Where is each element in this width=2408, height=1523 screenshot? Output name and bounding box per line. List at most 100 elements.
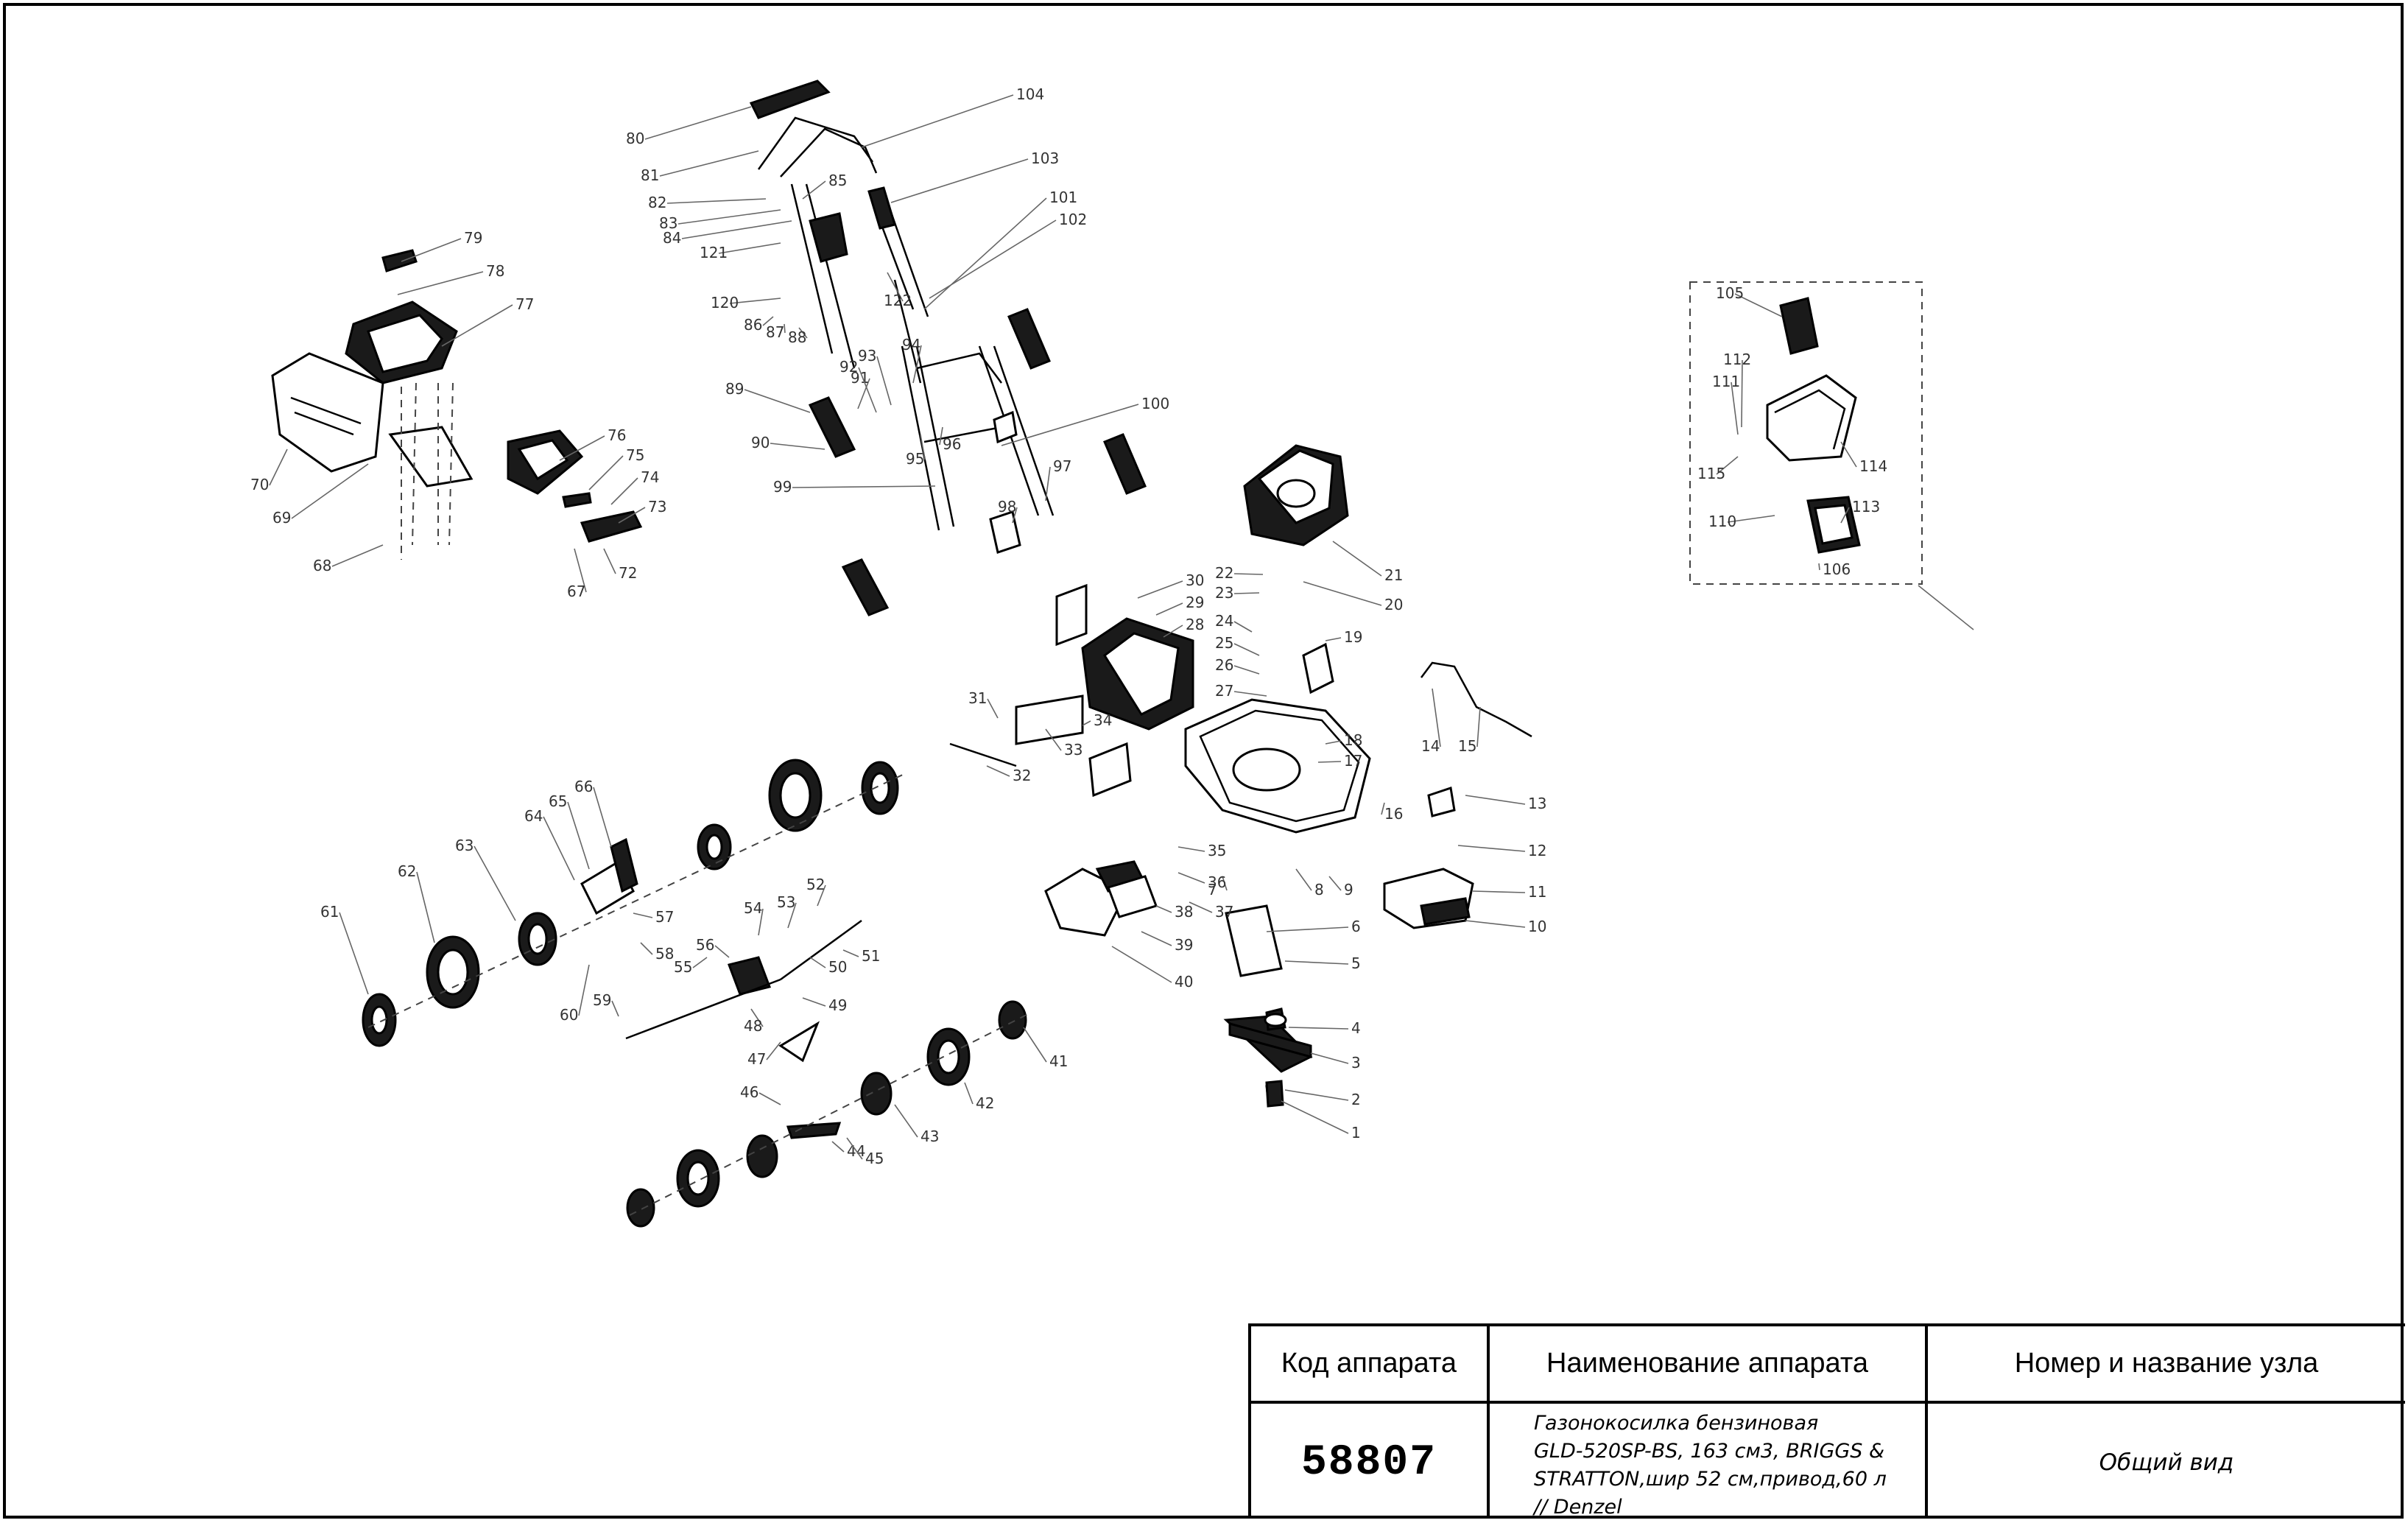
callout-leader: [578, 964, 590, 1016]
callout-9: 9: [1344, 881, 1353, 898]
callout-leader: [291, 463, 369, 519]
callout-leader: [677, 209, 781, 225]
callout-30: 30: [1186, 571, 1204, 589]
callout-33: 33: [1064, 741, 1082, 759]
callout-leader: [1840, 507, 1850, 524]
callout-24: 24: [1215, 612, 1233, 630]
callout-leader: [1233, 691, 1267, 697]
callout-leader: [718, 242, 781, 254]
callout-76: 76: [608, 426, 626, 444]
callout-80: 80: [626, 130, 644, 147]
callout-58: 58: [655, 945, 674, 963]
callout-52: 52: [806, 876, 825, 893]
callout-leader: [798, 327, 808, 339]
callout-leader: [912, 345, 922, 384]
callout-83: 83: [659, 214, 677, 232]
callout-68: 68: [313, 557, 331, 574]
callout-leader: [964, 1082, 974, 1105]
callout-leader: [644, 106, 752, 140]
callout-79: 79: [464, 229, 482, 247]
callout-89: 89: [725, 380, 744, 398]
callout-92: 92: [839, 358, 858, 376]
callout-34: 34: [1094, 711, 1112, 729]
callout-101: 101: [1049, 189, 1077, 206]
callout-13: 13: [1528, 795, 1546, 812]
callout-57: 57: [655, 908, 674, 926]
callout-leader: [1727, 515, 1775, 523]
callout-96: 96: [943, 435, 961, 453]
callout-67: 67: [567, 583, 585, 600]
callout-leader: [1303, 581, 1382, 606]
callout-82: 82: [648, 194, 666, 211]
callout-60: 60: [560, 1006, 578, 1024]
callout-63: 63: [455, 837, 473, 854]
callout-leader: [1082, 720, 1091, 726]
callout-7: 7: [1208, 881, 1217, 898]
callout-leader: [861, 94, 1014, 148]
callout-112: 112: [1723, 351, 1751, 368]
callout-leader: [1328, 876, 1342, 891]
callout-leader: [1111, 946, 1172, 983]
callout-leader: [543, 816, 575, 881]
callout-leader: [633, 912, 653, 918]
callout-62: 62: [398, 862, 416, 880]
callout-10: 10: [1528, 918, 1546, 935]
callout-15: 15: [1458, 737, 1476, 755]
callout-leader: [939, 426, 943, 446]
callout-leader: [1716, 456, 1739, 475]
callout-104: 104: [1016, 85, 1044, 103]
callout-leader: [618, 507, 646, 524]
callout-50: 50: [828, 958, 847, 976]
callout-48: 48: [744, 1017, 762, 1035]
title-block-divider: [1487, 1326, 1490, 1519]
callout-leader: [787, 902, 797, 929]
callout-74: 74: [641, 468, 659, 486]
callout-88: 88: [788, 328, 806, 346]
callout-leader: [659, 150, 759, 177]
callout-leader: [802, 997, 826, 1007]
callout-90: 90: [751, 434, 770, 451]
callout-31: 31: [968, 689, 987, 707]
callout-leader: [1233, 643, 1260, 656]
callout-leader: [729, 298, 781, 304]
callout-36: 36: [1208, 873, 1226, 891]
callout-leader: [858, 367, 877, 413]
callout-leader: [1012, 507, 1018, 524]
callout-45: 45: [865, 1150, 884, 1167]
callout-106: 106: [1823, 560, 1851, 578]
callout-leader: [846, 1137, 863, 1160]
callout-leader: [692, 957, 708, 968]
callout-leader: [923, 197, 1047, 310]
callout-leader: [1177, 846, 1205, 852]
callout-leader: [894, 1104, 918, 1138]
callout-1: 1: [1351, 1124, 1361, 1142]
callout-leader: [766, 1041, 781, 1061]
callout-leader: [681, 220, 792, 239]
callout-leader: [762, 316, 774, 326]
handle-assembly: [749, 80, 1147, 616]
callout-4: 4: [1351, 1019, 1361, 1037]
callout-leader: [784, 323, 786, 334]
callout-113: 113: [1852, 498, 1880, 516]
callout-leader: [1177, 872, 1205, 884]
callout-leader: [802, 180, 826, 200]
callout-leader: [1476, 706, 1481, 748]
callout-93: 93: [858, 347, 876, 365]
callout-leader: [1222, 876, 1228, 891]
callout-leader: [1731, 381, 1739, 435]
callout-85: 85: [828, 172, 847, 189]
callout-leader: [1325, 637, 1342, 641]
callout-leader: [1023, 1027, 1047, 1063]
callout-leader: [1734, 293, 1783, 317]
callout-55: 55: [674, 958, 692, 976]
callout-8: 8: [1314, 881, 1324, 898]
callout-leader: [1233, 621, 1253, 633]
device-name-line: GLD-520SP-BS, 163 см3, BRIGGS &: [1534, 1440, 1885, 1463]
callout-leader: [1457, 845, 1526, 852]
callout-39: 39: [1175, 936, 1193, 954]
callout-leader: [1332, 541, 1382, 577]
callout-70: 70: [250, 476, 269, 493]
callout-leader: [987, 698, 999, 719]
